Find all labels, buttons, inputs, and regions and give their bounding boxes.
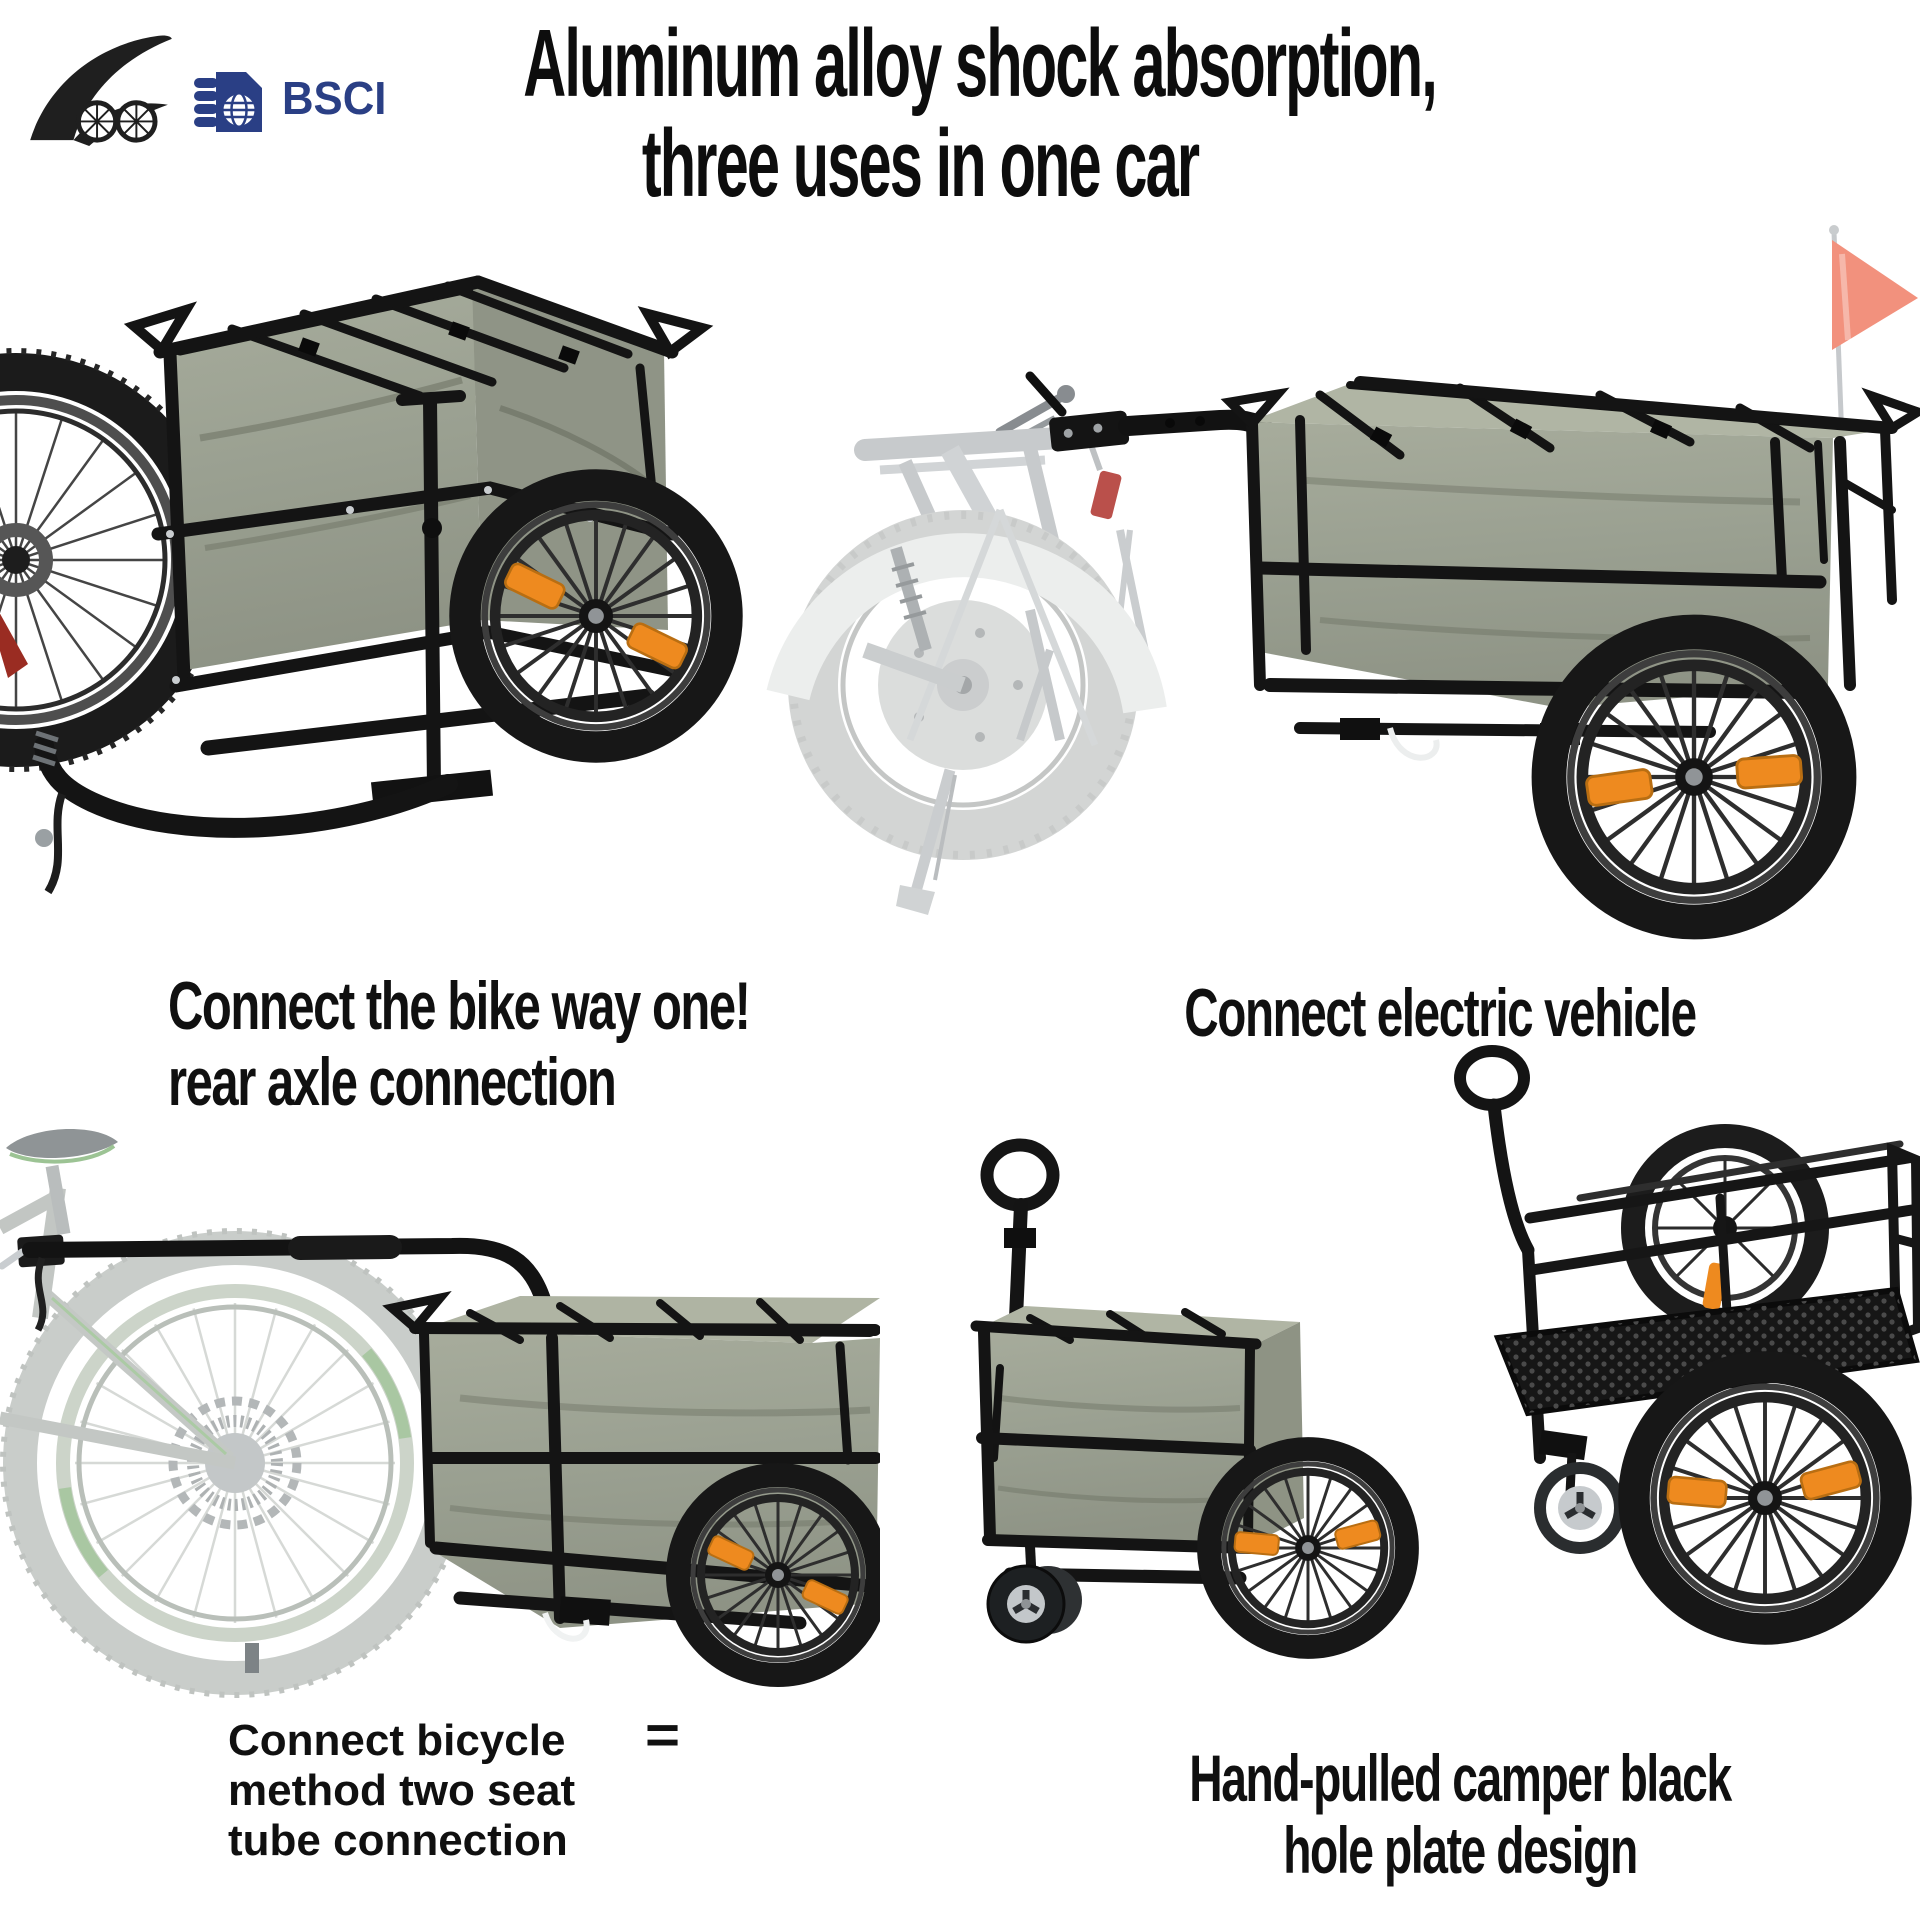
scooter-fender — [766, 533, 1167, 714]
caster-wheel — [986, 1545, 1082, 1644]
bike-saddle — [6, 1129, 118, 1159]
title-line-2: three uses in one car — [641, 110, 1200, 217]
caster-wheel — [1534, 1452, 1626, 1554]
pull-handle-stem — [1487, 1098, 1535, 1257]
caption-bike-rear-axle: Connect the bike way one! rear axle conn… — [168, 968, 976, 1120]
caption-line: tube connection — [228, 1816, 568, 1865]
tow-arm — [32, 730, 458, 895]
caption-hand-pulled: Hand-pulled camper black hole plate desi… — [1000, 1742, 1920, 1886]
faded-bicycle — [0, 1129, 470, 1698]
caption-line: Connect bicycle — [228, 1716, 566, 1765]
brand-swoosh-logo-icon — [30, 35, 172, 147]
pull-handle-grip — [980, 1138, 1060, 1212]
caption-line: rear axle connection — [168, 1044, 617, 1120]
caption-electric-vehicle: Connect electric vehicle — [1000, 975, 1880, 1051]
caption-line: hole plate design — [1283, 1813, 1638, 1887]
frame-wagon — [1454, 1045, 1920, 1629]
trailer-wheel — [1549, 632, 1839, 922]
photo-hand-pulled-wagons — [970, 1045, 1920, 1710]
title-line-1: Aluminum alloy shock absorption, — [523, 10, 1438, 117]
caption-line: method two seat — [228, 1766, 576, 1815]
trailer-frame — [382, 1290, 880, 1630]
logo-wheel-icon — [115, 100, 158, 143]
pull-handle-grip — [1454, 1045, 1530, 1111]
kickstand — [909, 768, 956, 897]
bsci-logo: BSCI — [194, 58, 392, 138]
brand-row: BSCI — [24, 30, 392, 148]
bike-frame-red-stay — [0, 613, 28, 678]
strap-buckles — [1369, 418, 1673, 448]
photo-connect-electric-vehicle — [766, 225, 1920, 960]
photo-connect-bike-rear-axle — [0, 275, 792, 895]
caption-line: Connect the bike way one! — [168, 968, 751, 1044]
wagon-wheel — [1209, 1449, 1407, 1647]
page-title: Aluminum alloy shock absorption, three u… — [280, 14, 1560, 214]
electric-scooter-rear — [766, 385, 1167, 915]
bsci-label: BSCI — [282, 72, 387, 124]
strap-buckles — [298, 321, 580, 365]
photo-connect-seat-tube — [0, 1129, 880, 1698]
logo-wheel-icon — [75, 100, 119, 143]
black-hole-plate — [1493, 1286, 1920, 1417]
caption-line: Connect electric vehicle — [1184, 975, 1697, 1051]
equals-icon: = — [645, 1704, 681, 1765]
bsci-hand-globe-icon — [194, 72, 262, 132]
pull-handle-stem — [1009, 1198, 1028, 1325]
trailer-wheel — [465, 485, 727, 747]
chassis-details — [542, 1596, 611, 1642]
canvas-wagon — [970, 1138, 1407, 1647]
bicycle-wheel — [0, 1228, 470, 1698]
trailer-wheel — [678, 1475, 878, 1675]
caption-line: Hand-pulled camper black — [1189, 1741, 1732, 1815]
wagon-wheel — [1634, 1367, 1896, 1629]
caption-seat-tube: Connect bicycle method two seat tube con… — [228, 1716, 575, 1866]
